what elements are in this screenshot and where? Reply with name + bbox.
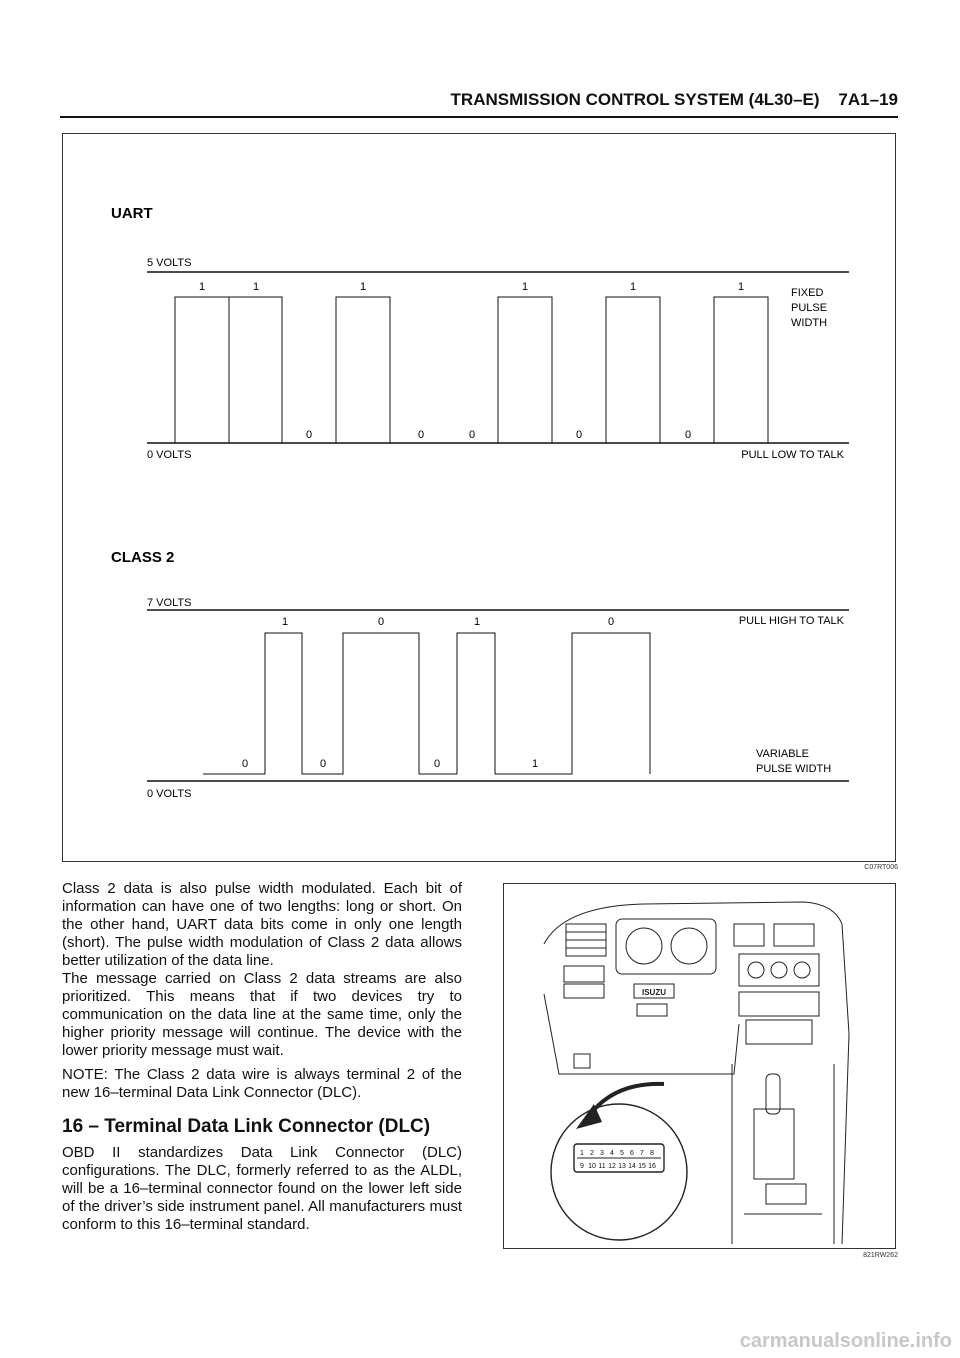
page-header: TRANSMISSION CONTROL SYSTEM (4L30–E) 7A1… xyxy=(60,88,898,118)
uart-title: UART xyxy=(111,205,153,222)
pin-6: 6 xyxy=(630,1150,634,1157)
paragraph-1: Class 2 data is also pulse width modulat… xyxy=(62,880,462,969)
pin-12: 12 xyxy=(608,1163,616,1170)
uart-bottom-label: 0 VOLTS xyxy=(147,449,191,461)
pin-7: 7 xyxy=(640,1150,644,1157)
logo-text: ISUZU xyxy=(642,988,666,997)
uart-bit-0-b: 0 xyxy=(418,429,424,441)
dashboard-drawing: ISUZU 1 2 3 4 5 6 7 8 9 10 11 12 13 14 1… xyxy=(543,901,850,1245)
class2-bit-low-1: 0 xyxy=(242,758,248,770)
pin-4: 4 xyxy=(610,1150,614,1157)
class2-pull-high-label: PULL HIGH TO TALK xyxy=(739,615,845,627)
class2-bit-high-3: 1 xyxy=(474,616,480,628)
uart-pulse-label: PULSE xyxy=(791,302,827,314)
uart-pull-low-label: PULL LOW TO TALK xyxy=(741,449,844,461)
uart-bit-2: 1 xyxy=(253,281,259,293)
photo-code: 821RW262 xyxy=(863,1252,898,1259)
class2-title: CLASS 2 xyxy=(111,549,174,566)
class2-pulse-width-label: PULSE WIDTH xyxy=(756,763,831,775)
uart-bit-1: 1 xyxy=(199,281,205,293)
uart-bit-4: 1 xyxy=(522,281,528,293)
pin-9: 9 xyxy=(580,1163,584,1170)
class2-top-label: 7 VOLTS xyxy=(147,597,191,609)
center-vent-icon xyxy=(733,923,765,947)
pin-11: 11 xyxy=(598,1163,605,1170)
class2-variable-label: VARIABLE xyxy=(756,748,809,760)
shifter-icon xyxy=(765,1073,781,1115)
uart-bit-0-c: 0 xyxy=(469,429,475,441)
pin-15: 15 xyxy=(638,1163,646,1170)
section-heading: 16 – Terminal Data Link Connector (DLC) xyxy=(62,1116,431,1137)
uart-width-label: WIDTH xyxy=(791,317,827,329)
class2-bottom-label: 0 VOLTS xyxy=(147,788,191,800)
pin-1: 1 xyxy=(580,1150,584,1157)
dashboard-illustration: ISUZU 1 2 3 4 5 6 7 8 9 10 11 12 13 14 1… xyxy=(503,883,896,1249)
pin-8: 8 xyxy=(650,1150,654,1157)
uart-bit-3: 1 xyxy=(360,281,366,293)
pin-3: 3 xyxy=(600,1150,604,1157)
magnifier-circle-icon xyxy=(550,1103,688,1241)
dlc-connector-icon xyxy=(573,1143,665,1173)
pin-5: 5 xyxy=(620,1150,624,1157)
radio-icon xyxy=(738,991,820,1017)
pin-10: 10 xyxy=(588,1163,596,1170)
paragraph-3: OBD II standardizes Data Link Connector … xyxy=(62,1144,462,1233)
class2-bit-high-4: 0 xyxy=(608,616,614,628)
logo-badge xyxy=(633,983,675,999)
waveform-diagram: UART 5 VOLTS 0 VOLTS PULL LOW TO TALK FI… xyxy=(111,205,849,800)
right-vent-icon xyxy=(773,923,815,947)
uart-bit-5: 1 xyxy=(630,281,636,293)
class2-bit-low-3: 0 xyxy=(434,758,440,770)
uart-fixed-label: FIXED xyxy=(791,287,823,299)
uart-bit-6: 1 xyxy=(738,281,744,293)
class2-bit-low-2: 0 xyxy=(320,758,326,770)
class2-bit-high-1: 1 xyxy=(282,616,288,628)
watermark: carmanualsonline.info xyxy=(739,1330,952,1352)
dash-outline xyxy=(543,901,850,1245)
hvac-controls-icon xyxy=(738,953,820,987)
pin-14: 14 xyxy=(628,1163,636,1170)
pin-13: 13 xyxy=(618,1163,626,1170)
waveform-figure: UART 5 VOLTS 0 VOLTS PULL LOW TO TALK FI… xyxy=(62,133,896,862)
class2-bit-high-2: 0 xyxy=(378,616,384,628)
class2-bit-low-4: 1 xyxy=(532,758,538,770)
uart-top-label: 5 VOLTS xyxy=(147,257,191,269)
uart-waveform xyxy=(174,296,769,444)
instrument-cluster-icon xyxy=(615,918,717,975)
uart-bit-0-a: 0 xyxy=(306,429,312,441)
page-title: TRANSMISSION CONTROL SYSTEM (4L30–E) 7A1… xyxy=(450,90,898,109)
body-text: Class 2 data is also pulse width modulat… xyxy=(62,880,462,1240)
note-paragraph: NOTE: The Class 2 data wire is always te… xyxy=(62,1066,462,1101)
uart-bit-0-d: 0 xyxy=(576,429,582,441)
figure-code: C07RT006 xyxy=(864,864,898,871)
arrow-icon xyxy=(587,1081,665,1118)
uart-bit-0-e: 0 xyxy=(685,429,691,441)
pin-2: 2 xyxy=(590,1150,594,1157)
class2-waveform xyxy=(203,632,651,775)
paragraph-2: The message carried on Class 2 data stre… xyxy=(62,970,462,1059)
pin-16: 16 xyxy=(648,1163,656,1170)
